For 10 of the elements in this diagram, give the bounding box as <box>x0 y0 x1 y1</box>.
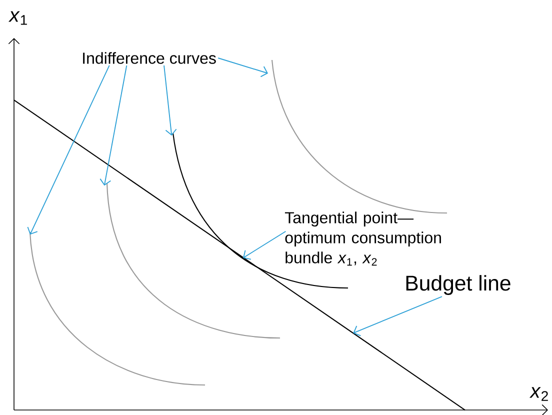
axis-label: x$_{2}$ <box>529 387 548 401</box>
leader-arrow <box>218 58 268 78</box>
leader-arrow <box>243 230 286 260</box>
leader-arrow <box>100 65 128 186</box>
axis-label: x$_{1}$ <box>8 11 27 25</box>
leader-arrow <box>353 296 442 336</box>
leader-arrow <box>164 65 177 136</box>
leader-arrow <box>27 65 110 235</box>
callout-text: Budget line <box>406 275 510 295</box>
callout-text: Indifference curves <box>83 52 216 64</box>
